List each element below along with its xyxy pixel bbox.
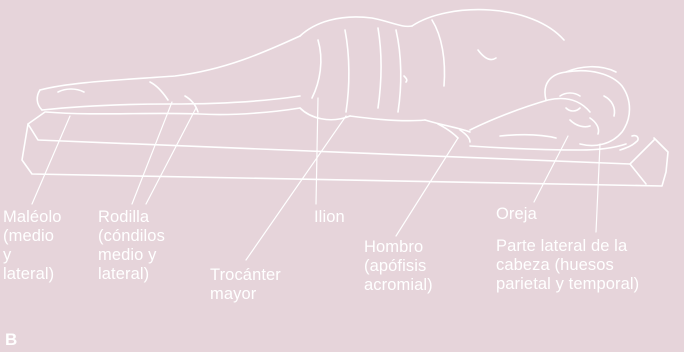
label-trocanter: Trocánter mayor [210,266,281,304]
label-rodilla: Rodilla (cóndilos medio y lateral) [98,208,165,284]
torso [300,10,564,142]
label-ilion: Ilion [314,208,345,227]
panel-letter: B [5,330,17,350]
label-cabeza: Parte lateral de la cabeza (huesos parie… [496,237,639,294]
label-maleolo: Maléolo (medio y lateral) [3,208,61,284]
arm [470,99,626,151]
label-oreja: Oreja [496,205,537,224]
label-hombro: Hombro (apófisis acromial) [364,238,433,295]
head [545,67,638,150]
legs [37,36,300,115]
mattress [22,112,668,186]
